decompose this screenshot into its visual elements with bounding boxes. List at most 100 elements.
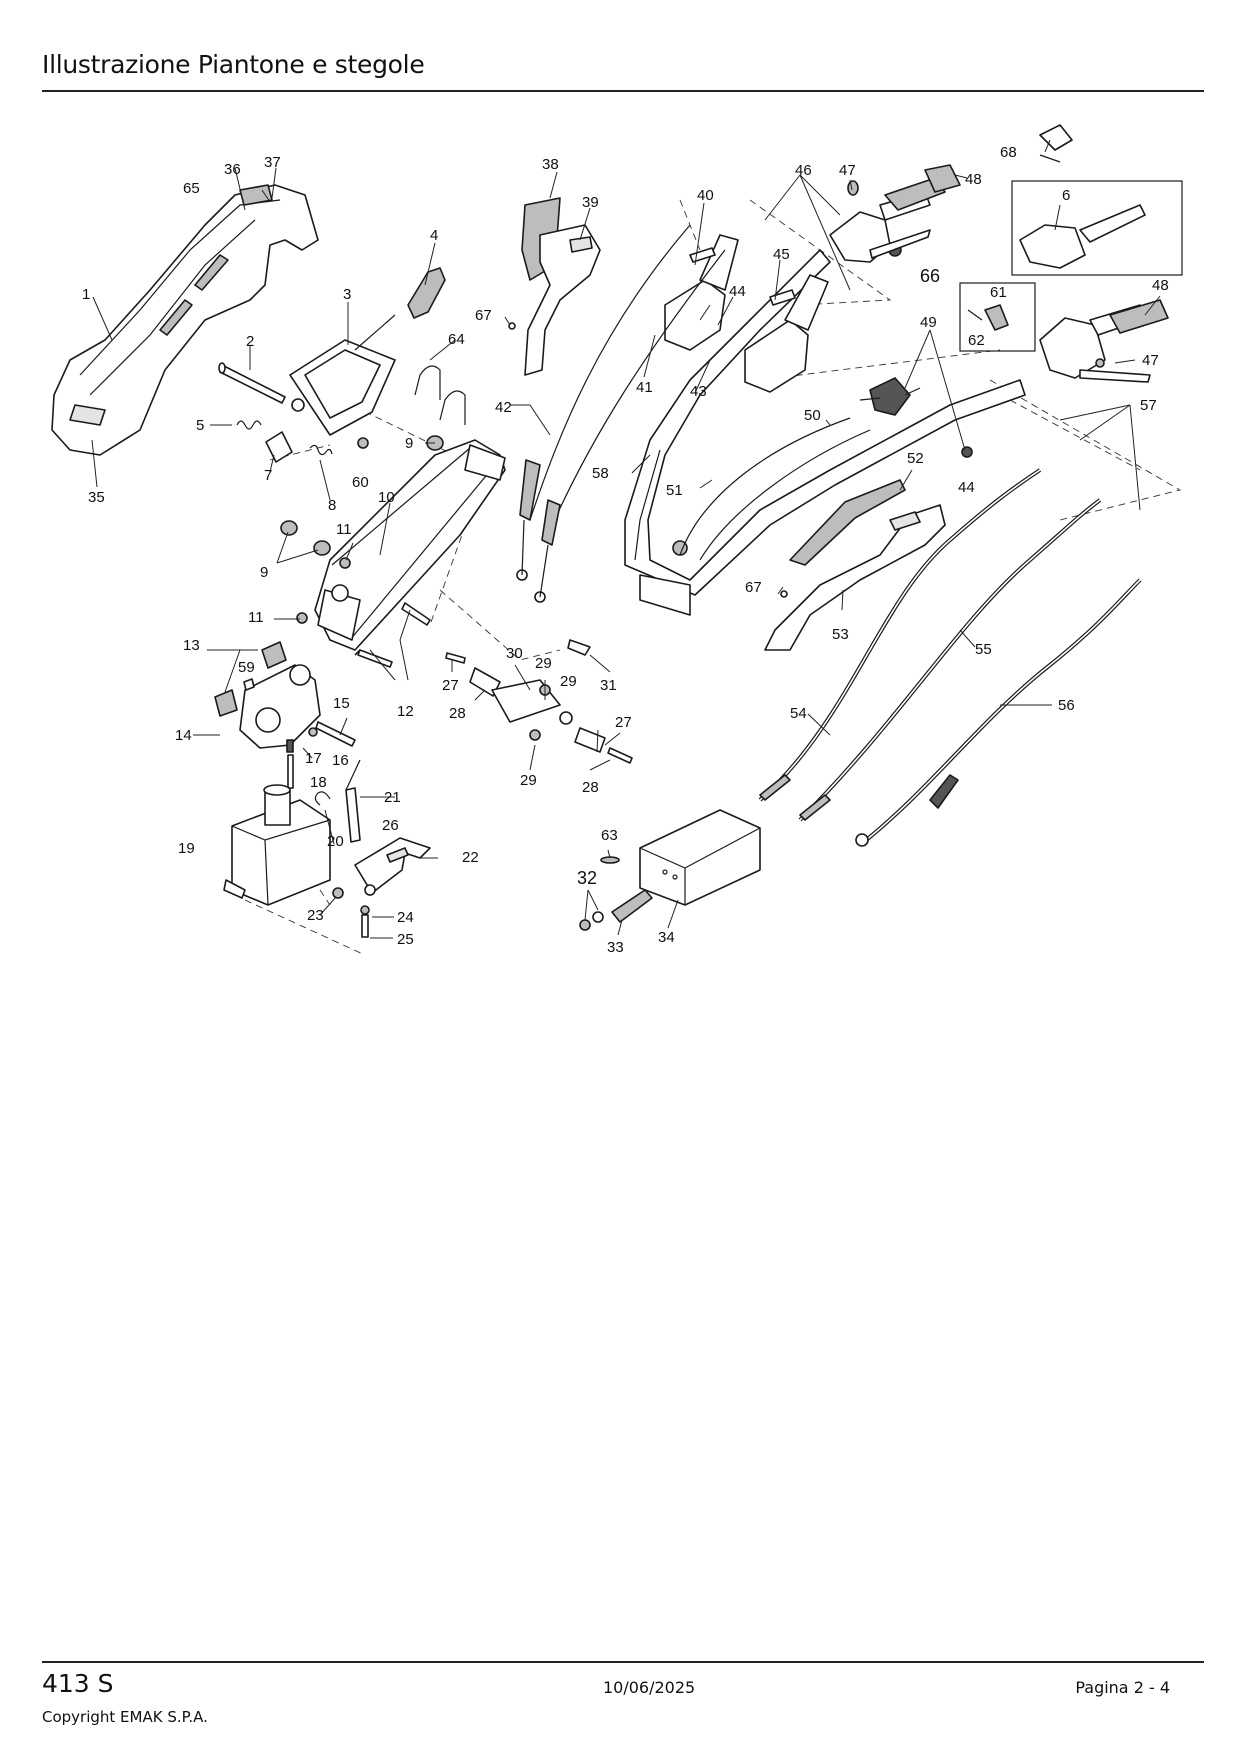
part-34-box <box>579 809 761 931</box>
callout-57: 57 <box>1140 397 1157 414</box>
callout-50: 50 <box>804 407 821 424</box>
callout-19: 19 <box>178 840 195 857</box>
callout-29b: 29 <box>560 673 577 690</box>
callout-65: 65 <box>183 180 200 197</box>
callout-31: 31 <box>600 677 617 694</box>
callout-5: 5 <box>196 417 204 434</box>
callout-39: 39 <box>582 194 599 211</box>
callout-21: 21 <box>384 789 401 806</box>
part-38-39-cover <box>521 197 601 376</box>
callout-2: 2 <box>246 333 254 350</box>
part-54-cable <box>758 468 1042 802</box>
callout-17: 17 <box>305 750 322 767</box>
part-61-62-box <box>959 282 1036 352</box>
callout-42: 42 <box>495 399 512 416</box>
callout-33: 33 <box>607 939 624 956</box>
callout-15: 15 <box>333 695 350 712</box>
part-23-24-25 <box>332 887 370 938</box>
part-5-spring <box>236 420 262 430</box>
callout-52: 52 <box>907 450 924 467</box>
callout-23: 23 <box>307 907 324 924</box>
part-58-handlebar <box>624 249 1026 616</box>
footer-rule <box>42 1661 1204 1663</box>
part-22-plate <box>354 837 431 896</box>
callout-66: 66 <box>920 266 940 286</box>
leader-lines <box>91 139 1161 939</box>
callout-67a: 67 <box>475 307 492 324</box>
part-19-base-bracket <box>223 784 331 906</box>
callout-60: 60 <box>352 474 369 491</box>
callout-37: 37 <box>264 154 281 171</box>
page-title: Illustrazione Piantone e stegole <box>42 50 425 79</box>
part-40-41-lever <box>664 234 739 351</box>
callout-68: 68 <box>1000 144 1017 161</box>
callout-27a: 27 <box>442 677 459 694</box>
callout-41: 41 <box>636 379 653 396</box>
callout-9b: 9 <box>405 435 413 452</box>
callout-58: 58 <box>592 465 609 482</box>
part-3-frame <box>289 314 396 436</box>
part-2-pin <box>218 362 286 404</box>
callout-4: 4 <box>430 227 438 244</box>
callout-29a: 29 <box>535 655 552 672</box>
part-43-45-lever <box>744 274 829 393</box>
callout-6: 6 <box>1062 187 1070 204</box>
callout-30: 30 <box>506 645 523 662</box>
callout-43: 43 <box>690 383 707 400</box>
callout-38: 38 <box>542 156 559 173</box>
callout-11b: 11 <box>248 609 264 626</box>
callout-34: 34 <box>658 929 675 946</box>
callout-46: 46 <box>795 162 812 179</box>
callout-18: 18 <box>310 774 327 791</box>
callout-24: 24 <box>397 909 414 926</box>
callout-55: 55 <box>975 641 992 658</box>
callout-27b: 27 <box>615 714 632 731</box>
callout-7: 7 <box>264 467 272 484</box>
callout-32: 32 <box>577 868 597 888</box>
part-68-clip <box>1039 124 1073 163</box>
part-12-bolts <box>354 602 431 668</box>
part-1-cover <box>51 184 319 456</box>
part-15-16-17-18 <box>286 721 356 789</box>
callout-51: 51 <box>666 482 683 499</box>
copyright-notice: Copyright EMAK S.P.A. <box>42 1708 208 1726</box>
callout-45: 45 <box>773 246 790 263</box>
callout-64: 64 <box>448 331 465 348</box>
part-9-bushings <box>280 435 444 556</box>
callout-28b: 28 <box>582 779 599 796</box>
part-49-valve <box>859 377 921 416</box>
callout-36: 36 <box>224 161 241 178</box>
part-6-box <box>1011 180 1183 276</box>
callout-12: 12 <box>397 703 414 720</box>
part-42-cables <box>516 224 726 603</box>
part-55-cable <box>798 498 1102 822</box>
part-52-53-cover <box>764 479 946 651</box>
callout-61: 61 <box>990 284 1007 301</box>
callout-1: 1 <box>82 286 90 303</box>
callout-11a: 11 <box>336 521 352 538</box>
callout-44a: 44 <box>729 283 746 300</box>
callout-13: 13 <box>183 637 200 654</box>
callout-9a: 9 <box>260 564 268 581</box>
callout-48b: 48 <box>1152 277 1169 294</box>
callout-16: 16 <box>332 752 349 769</box>
callout-28a: 28 <box>449 705 466 722</box>
callout-54: 54 <box>790 705 807 722</box>
part-4-knob <box>407 267 446 319</box>
header-rule <box>42 90 1204 92</box>
part-20-21 <box>314 759 361 843</box>
part-11-nuts <box>296 557 351 624</box>
callout-29c: 29 <box>520 772 537 789</box>
callout-40: 40 <box>697 187 714 204</box>
callout-22: 22 <box>462 849 479 866</box>
callout-labels: 1 2 3 4 5 6 7 8 9 9 10 11 11 12 13 14 15… <box>82 144 1169 956</box>
callout-14: 14 <box>175 727 192 744</box>
callout-44b: 44 <box>958 479 975 496</box>
callout-62: 62 <box>968 332 985 349</box>
print-date: 10/06/2025 <box>603 1678 696 1697</box>
part-48-57-right-grip <box>1039 299 1169 383</box>
callout-10: 10 <box>378 489 395 506</box>
callout-63: 63 <box>601 827 618 844</box>
callout-56: 56 <box>1058 697 1075 714</box>
part-56-cable <box>855 578 1142 847</box>
